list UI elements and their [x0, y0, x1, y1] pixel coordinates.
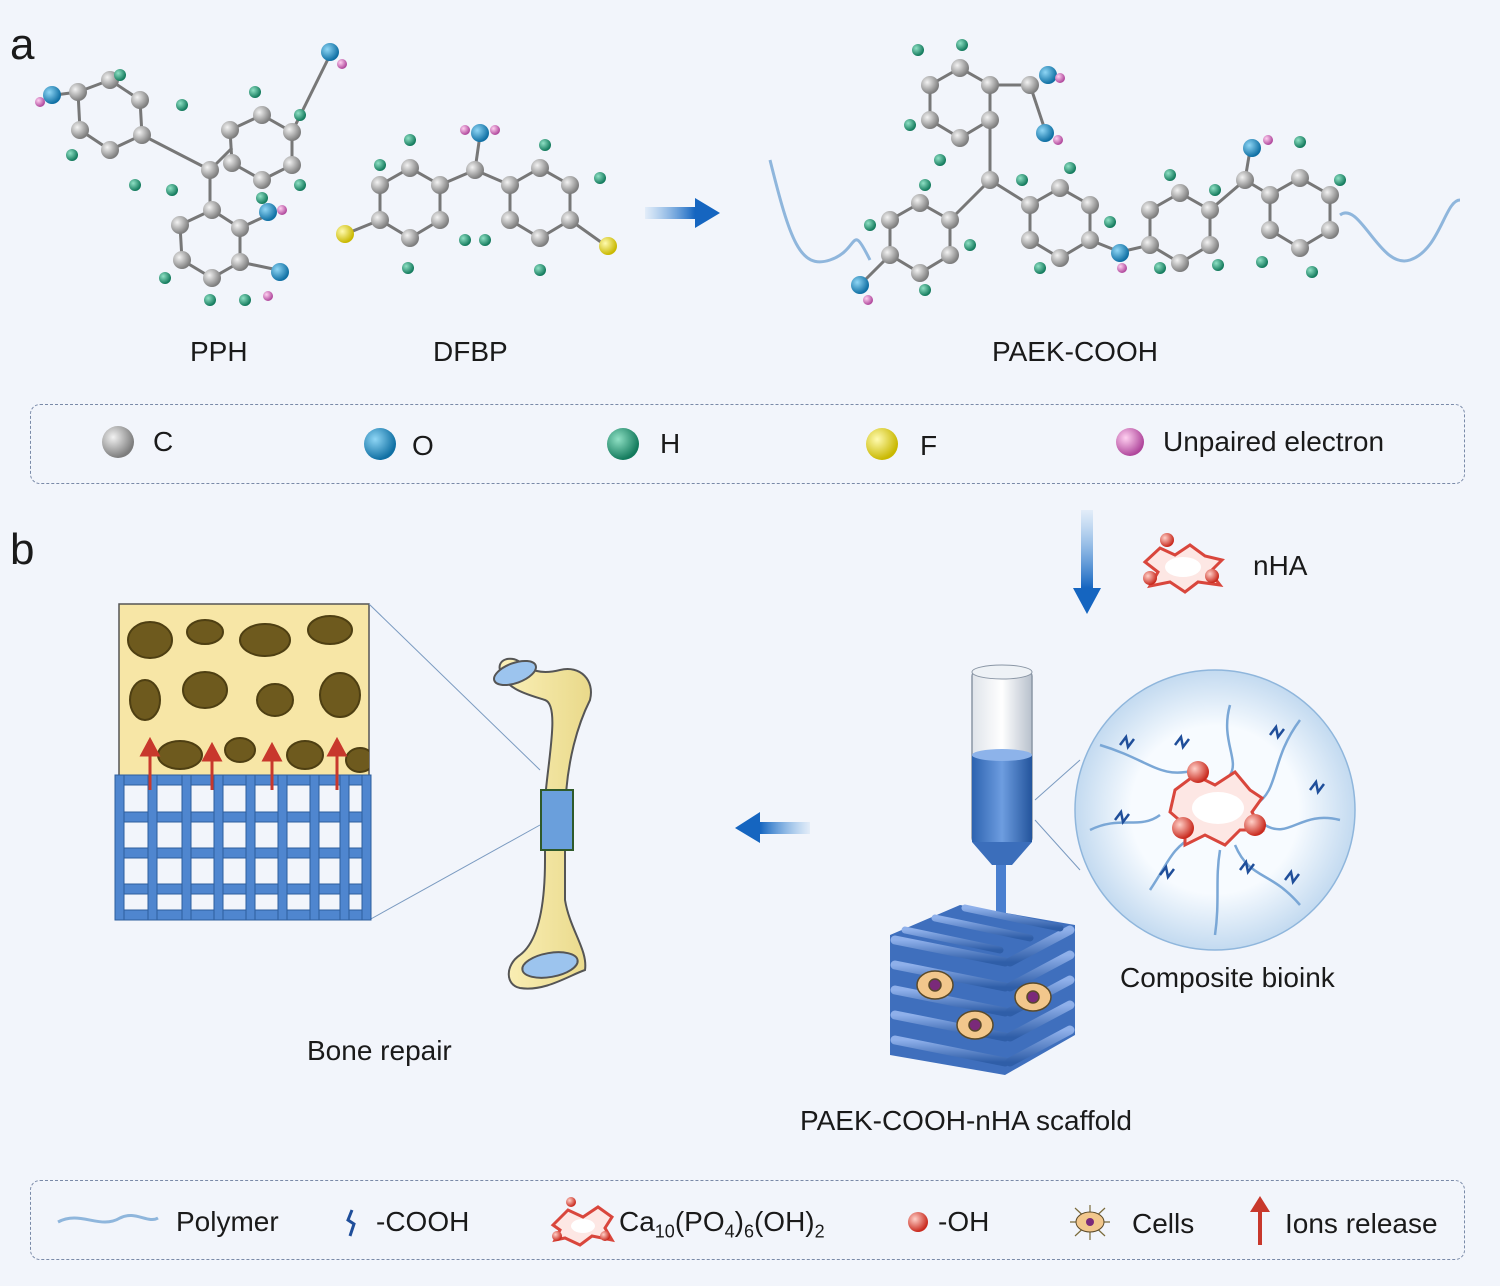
oh-icon [908, 1212, 928, 1232]
syringe [971, 664, 1081, 935]
ions-release-label: Ions release [1285, 1208, 1438, 1239]
cell-icons [916, 970, 1052, 1040]
composite-bioink-label: Composite bioink [1120, 962, 1335, 993]
polymer-icon [57, 1213, 159, 1224]
atom-c-swatch [102, 426, 134, 458]
paek-cooh-label: PAEK-COOH [992, 336, 1158, 367]
panel-label-a: a [10, 20, 35, 69]
pph-label: PPH [190, 336, 248, 367]
nha-label: nHA [1253, 550, 1308, 581]
cells-icon [1070, 1205, 1110, 1240]
bone-tissue-inset [118, 603, 541, 921]
atom-legend [30, 404, 1465, 484]
panel-label-b: b [10, 525, 35, 574]
ions-release-icon [1250, 1196, 1270, 1245]
atom-f-swatch [866, 428, 898, 460]
unpaired-electron-swatch [1116, 428, 1144, 456]
hydroxyapatite-icon [550, 1197, 615, 1247]
cooh-label: -COOH [376, 1206, 470, 1237]
atom-f-label: F [920, 430, 938, 461]
scaffold-grid [114, 774, 372, 921]
down-arrow [1073, 510, 1101, 614]
paek-cooh-molecule [768, 39, 1461, 305]
nha-icon [1142, 533, 1225, 594]
pph-atoms [35, 43, 347, 306]
atom-h-swatch [607, 428, 639, 460]
composite-bioink-sphere [1074, 669, 1356, 951]
atom-o-label: O [412, 430, 434, 461]
bone-repair-label: Bone repair [307, 1035, 452, 1066]
cells-label: Cells [1132, 1208, 1195, 1239]
atom-c-label: C [153, 426, 174, 457]
scaffold-label: PAEK-COOH-nHA scaffold [800, 1105, 1132, 1136]
ion-release-arrows [139, 736, 348, 790]
femur-bone [493, 657, 592, 990]
atom-h-label: H [660, 428, 681, 459]
dfbp-atoms [336, 124, 617, 276]
reaction-arrow [645, 198, 720, 228]
dfbp-label: DFBP [433, 336, 508, 367]
polymer-label: Polymer [176, 1206, 279, 1237]
unpaired-electron-label: Unpaired electron [1163, 426, 1385, 457]
process-arrow-left [735, 812, 810, 843]
scaffold-block [890, 904, 1075, 1075]
cooh-icon [346, 1209, 356, 1237]
oh-label: -OH [938, 1206, 990, 1237]
hydroxyapatite-label: Ca10(PO4)6(OH)2 [619, 1206, 825, 1242]
component-legend [30, 1180, 1465, 1260]
atom-o-swatch [364, 428, 396, 460]
